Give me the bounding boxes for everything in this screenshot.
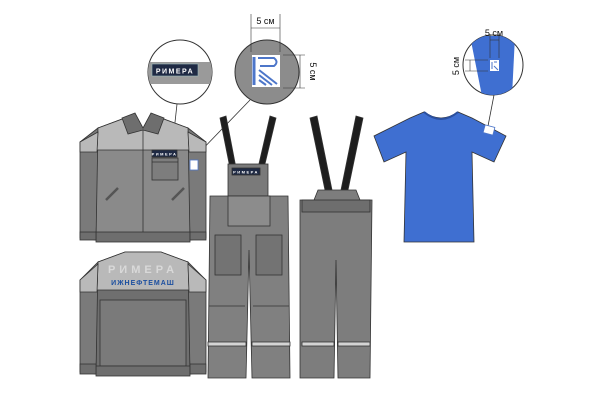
rimera-logo-icon (252, 55, 280, 87)
tshirt-logo-magnifier: 5 см 5 см (451, 28, 524, 127)
back-subbrand-label: ИЖНЕФТЕМАШ (111, 280, 175, 287)
patch-magnifier: РИМЕРА (147, 39, 213, 151)
logo-width-dimension: 5 см (256, 16, 274, 26)
sleeve-logo-icon (189, 159, 199, 171)
jacket-back: РИМЕРА ИЖНЕФТЕМАШ (79, 251, 207, 377)
tshirt (373, 111, 507, 243)
logo-height-dimension: 5 см (308, 62, 318, 80)
tshirt-logo-icon (490, 60, 499, 71)
tshirt-logo-width-dimension: 5 см (485, 28, 503, 38)
jacket-front: РИМЕРА (79, 112, 207, 243)
back-brand-label: РИМЕРА (108, 264, 178, 276)
tshirt-sleeve-logo-icon (482, 124, 496, 136)
tshirt-logo-height-dimension: 5 см (451, 57, 461, 75)
overalls-front: РИМЕРА (207, 115, 291, 379)
jacket-patch-label: РИМЕРА (152, 152, 178, 157)
overalls-back (299, 115, 373, 379)
overalls-patch-label: РИМЕРА (233, 170, 259, 175)
patch-label: РИМЕРА (156, 69, 194, 76)
logo-magnifier: 5 см 5 см (194, 14, 318, 158)
